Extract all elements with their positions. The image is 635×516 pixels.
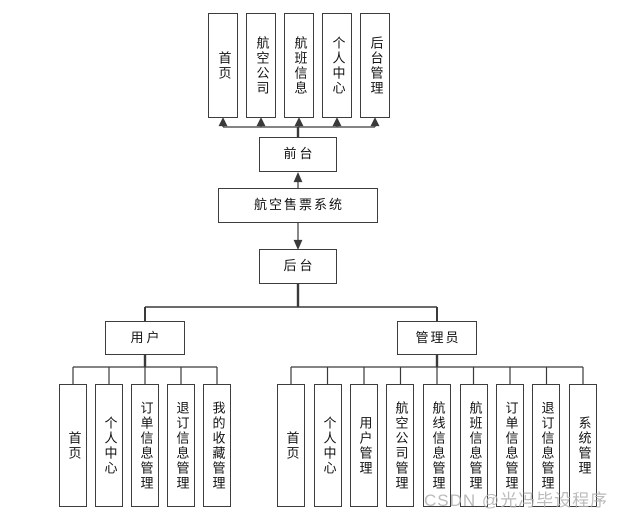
admin-module-user-mgmt: 用户管理 <box>350 384 378 507</box>
admin-module-personal-center: 个人中心 <box>314 384 342 507</box>
system-root-box: 航空售票系统 <box>218 188 378 223</box>
user-module-home: 首页 <box>59 384 87 507</box>
arrow-down-icon <box>293 239 303 250</box>
arrow-up-icon <box>256 117 266 127</box>
admin-role-box: 管理员 <box>397 321 477 355</box>
arrow-up-icon <box>293 172 303 183</box>
admin-module-system-mgmt: 系统管理 <box>569 384 597 507</box>
user-module-favorites-mgmt: 我的收藏管理 <box>203 384 231 507</box>
user-module-order-info-mgmt: 订单信息管理 <box>131 384 159 507</box>
frontend-module-airline: 航空公司 <box>246 13 276 118</box>
frontend-module-admin: 后台管理 <box>360 13 390 118</box>
frontend-box: 前台 <box>259 137 337 172</box>
backend-box: 后台 <box>259 249 337 284</box>
user-module-personal-center: 个人中心 <box>95 384 123 507</box>
admin-module-home: 首页 <box>277 384 305 507</box>
arrow-up-icon <box>370 117 380 127</box>
frontend-module-home: 首页 <box>208 13 238 118</box>
backend-connectors <box>144 223 438 321</box>
admin-module-refund-info-mgmt: 退订信息管理 <box>532 384 560 507</box>
user-module-refund-info-mgmt: 退订信息管理 <box>167 384 195 507</box>
admin-module-route-info-mgmt: 航线信息管理 <box>423 384 451 507</box>
admin-module-airline-mgmt: 航空公司管理 <box>386 384 414 507</box>
arrow-up-icon <box>294 117 304 127</box>
admin-module-flight-info-mgmt: 航班信息管理 <box>460 384 488 507</box>
arrow-up-icon <box>218 117 228 127</box>
admin-module-order-info-mgmt: 订单信息管理 <box>496 384 524 507</box>
user-branch-connectors <box>72 355 218 384</box>
admin-branch-connectors <box>290 355 584 384</box>
frontend-module-flight-info: 航班信息 <box>284 13 314 118</box>
frontend-module-personal-center: 个人中心 <box>322 13 352 118</box>
arrow-up-icon <box>332 117 342 127</box>
frontend-connectors <box>218 117 380 188</box>
user-role-box: 用户 <box>105 321 185 355</box>
